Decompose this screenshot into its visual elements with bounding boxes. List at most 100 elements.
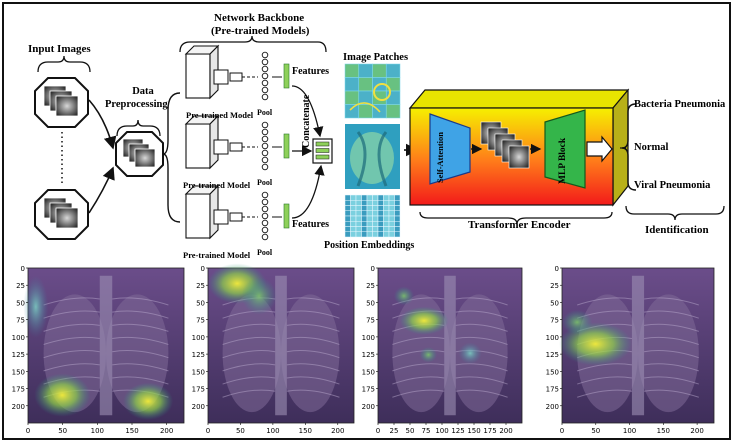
pool-node bbox=[261, 86, 269, 94]
pretrained-model-2-label: Pre-trained Model bbox=[183, 180, 251, 190]
pool-node bbox=[261, 226, 269, 234]
pretrained-model-1-label: Pre-trained Model bbox=[186, 110, 254, 120]
y-tick-label: 100 bbox=[12, 334, 25, 342]
x-tick-label: 200 bbox=[499, 427, 512, 435]
feature-maps-icon bbox=[480, 121, 530, 169]
y-tick-label: 200 bbox=[192, 403, 205, 411]
image-patches-label: Image Patches bbox=[343, 52, 409, 63]
y-tick-label: 125 bbox=[362, 351, 375, 359]
pool-node bbox=[261, 65, 269, 73]
pool-node bbox=[261, 149, 269, 157]
pool-node bbox=[261, 121, 269, 129]
pool-node bbox=[261, 219, 269, 227]
y-tick-label: 0 bbox=[201, 265, 205, 273]
x-tick-label: 100 bbox=[623, 427, 636, 435]
mlp-block bbox=[544, 109, 586, 189]
x-tick-label: 100 bbox=[266, 427, 279, 435]
x-tick-label: 150 bbox=[299, 427, 312, 435]
y-tick-label: 150 bbox=[12, 368, 25, 376]
pretrained-model-3 bbox=[184, 184, 290, 241]
y-tick-label: 0 bbox=[555, 265, 559, 273]
feature-vector bbox=[283, 63, 290, 89]
class-normal: Normal bbox=[634, 142, 669, 153]
identification-label: Identification bbox=[645, 224, 709, 236]
x-tick-label: 0 bbox=[376, 427, 380, 435]
attention-hotspot bbox=[34, 373, 91, 417]
x-tick-label: 50 bbox=[591, 427, 600, 435]
attention-hotspot bbox=[458, 342, 482, 365]
features-1-label: Features bbox=[292, 66, 330, 77]
pool-2-label: Pool bbox=[257, 178, 273, 187]
pretrained-model-3-label: Pre-trained Model bbox=[183, 250, 251, 260]
heatmap-panels: 0 25 50 75 100 125 150 175 200 0 50 100 150 200 0 25 50 7… bbox=[12, 263, 715, 435]
feature-vector bbox=[283, 133, 290, 159]
attention-hotspot bbox=[123, 382, 174, 420]
y-tick-label: 75 bbox=[16, 317, 25, 325]
xray-stack-icon bbox=[43, 85, 79, 117]
y-tick-label: 0 bbox=[21, 265, 25, 273]
x-tick-label: 0 bbox=[26, 427, 30, 435]
y-tick-label: 50 bbox=[366, 299, 375, 307]
y-tick-label: 100 bbox=[546, 334, 559, 342]
y-tick-label: 25 bbox=[550, 282, 559, 290]
pool-node bbox=[261, 142, 269, 150]
attention-hotspot bbox=[23, 275, 49, 338]
y-tick-label: 50 bbox=[196, 299, 205, 307]
y-tick-label: 0 bbox=[371, 265, 375, 273]
y-tick-label: 75 bbox=[196, 317, 205, 325]
y-tick-label: 150 bbox=[362, 368, 375, 376]
y-tick-label: 100 bbox=[362, 334, 375, 342]
pool-3-label: Pool bbox=[257, 248, 273, 257]
pool-node bbox=[261, 72, 269, 80]
attention-hotspot bbox=[562, 309, 593, 335]
x-tick-label: 50 bbox=[236, 427, 245, 435]
x-tick-label: 50 bbox=[58, 427, 67, 435]
y-tick-label: 200 bbox=[12, 403, 25, 411]
pool-node bbox=[261, 135, 269, 143]
pretrained-models-label: (Pre-trained Models) bbox=[211, 25, 310, 37]
y-tick-label: 25 bbox=[16, 282, 25, 290]
x-tick-label: 0 bbox=[560, 427, 564, 435]
x-tick-label: 25 bbox=[390, 427, 399, 435]
concatenate-block bbox=[291, 85, 333, 219]
x-tick-label: 200 bbox=[160, 427, 173, 435]
x-tick-label: 125 bbox=[451, 427, 464, 435]
data-label: Data bbox=[132, 86, 154, 97]
xray-stack-icon bbox=[43, 197, 79, 229]
attention-hotspot bbox=[393, 286, 415, 306]
pool-node bbox=[261, 156, 269, 164]
self-attention-label: Self-Attention bbox=[435, 132, 445, 183]
class-viral-pneumonia: Viral Pneumonia bbox=[634, 180, 711, 191]
y-tick-label: 25 bbox=[366, 282, 375, 290]
mlp-block-label: MLP Block bbox=[558, 137, 568, 184]
image-patches-block bbox=[344, 63, 419, 238]
pretrained-model-1 bbox=[184, 44, 290, 101]
attention-hotspot bbox=[241, 277, 277, 315]
y-tick-label: 175 bbox=[362, 386, 375, 394]
y-tick-label: 75 bbox=[550, 317, 559, 325]
x-tick-label: 100 bbox=[91, 427, 104, 435]
x-tick-label: 200 bbox=[331, 427, 344, 435]
y-tick-label: 175 bbox=[192, 386, 205, 394]
y-tick-label: 150 bbox=[192, 368, 205, 376]
x-tick-label: 200 bbox=[690, 427, 703, 435]
backbone-brace bbox=[179, 35, 327, 53]
y-tick-label: 125 bbox=[192, 351, 205, 359]
x-tick-label: 0 bbox=[206, 427, 210, 435]
x-tick-label: 75 bbox=[422, 427, 431, 435]
x-tick-label: 150 bbox=[657, 427, 670, 435]
class-bacteria-pneumonia: Bacteria Pneumonia bbox=[634, 99, 726, 110]
pretrained-model-2 bbox=[184, 114, 290, 171]
pretrained-models bbox=[184, 44, 290, 241]
pool-node bbox=[261, 212, 269, 220]
attention-hotspot bbox=[419, 347, 438, 363]
y-tick-label: 125 bbox=[12, 351, 25, 359]
pool-1-label: Pool bbox=[257, 108, 273, 117]
y-tick-label: 125 bbox=[546, 351, 559, 359]
pool-node bbox=[261, 205, 269, 213]
features-2-label: Features bbox=[292, 219, 330, 230]
